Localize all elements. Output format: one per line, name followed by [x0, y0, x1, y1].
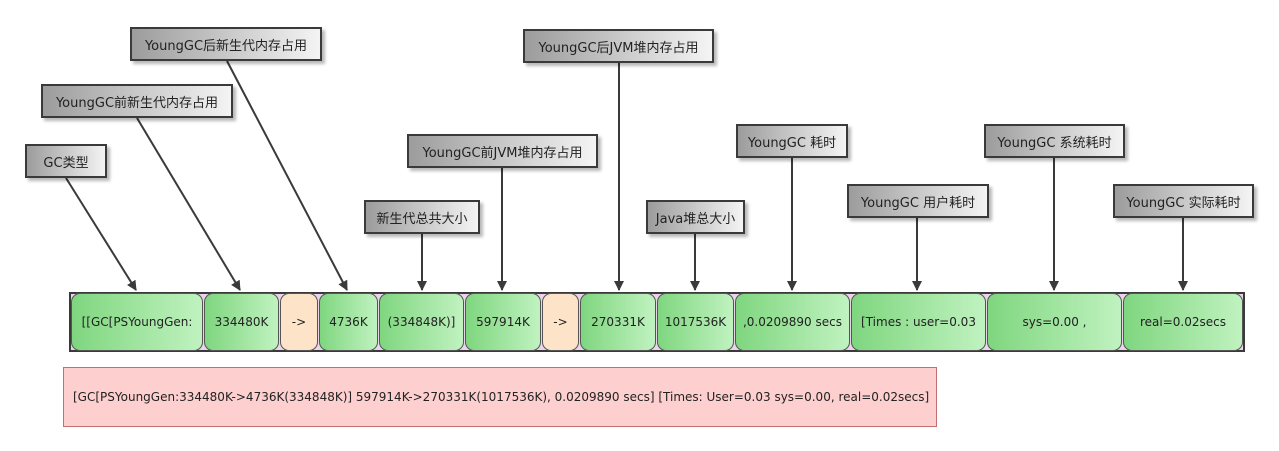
arrow-young-after — [226, 60, 348, 291]
segment-sys-time: sys=0.00 , — [987, 293, 1122, 351]
label-heap-after: YoungGC后JVM堆内存占用 — [523, 29, 714, 63]
label-young-total: 新生代总共大小 — [364, 200, 480, 234]
arrow-young-before — [136, 117, 241, 291]
segment-heap-total: 1017536K — [657, 293, 734, 351]
label-young-after: YoungGC后新生代内存占用 — [130, 27, 322, 61]
full-gc-log-line: [GC[PSYoungGen:334480K->4736K(334848K)] … — [63, 367, 937, 427]
segment-gc-type: [[GC[PSYoungGen: — [71, 293, 203, 351]
segment-young-after: 4736K — [319, 293, 378, 351]
segment-arrow-young: -> — [280, 293, 318, 351]
label-user-time: YoungGC 用户耗时 — [847, 184, 989, 218]
segment-young-before: 334480K — [204, 293, 279, 351]
segment-user-time: [Times : user=0.03 — [851, 293, 986, 351]
segment-heap-before: 597914K — [465, 293, 541, 351]
label-gc-type: GC类型 — [25, 144, 107, 178]
label-sys-time: YoungGC 系统耗时 — [984, 124, 1125, 158]
label-young-before: YoungGC前新生代内存占用 — [41, 84, 233, 118]
segment-arrow-heap: -> — [542, 293, 579, 351]
segment-young-total: (334848K)] — [379, 293, 464, 351]
label-heap-before: YoungGC前JVM堆内存占用 — [407, 134, 598, 168]
label-gc-time: YoungGC 耗时 — [736, 124, 848, 158]
arrow-gc-type — [65, 177, 137, 291]
segment-gc-time: ,0.0209890 secs — [735, 293, 850, 351]
label-heap-total: Java堆总大小 — [646, 200, 745, 234]
label-real-time: YoungGC 实际耗时 — [1113, 184, 1254, 218]
segment-real-time: real=0.02secs — [1123, 293, 1243, 351]
segment-heap-after: 270331K — [580, 293, 656, 351]
